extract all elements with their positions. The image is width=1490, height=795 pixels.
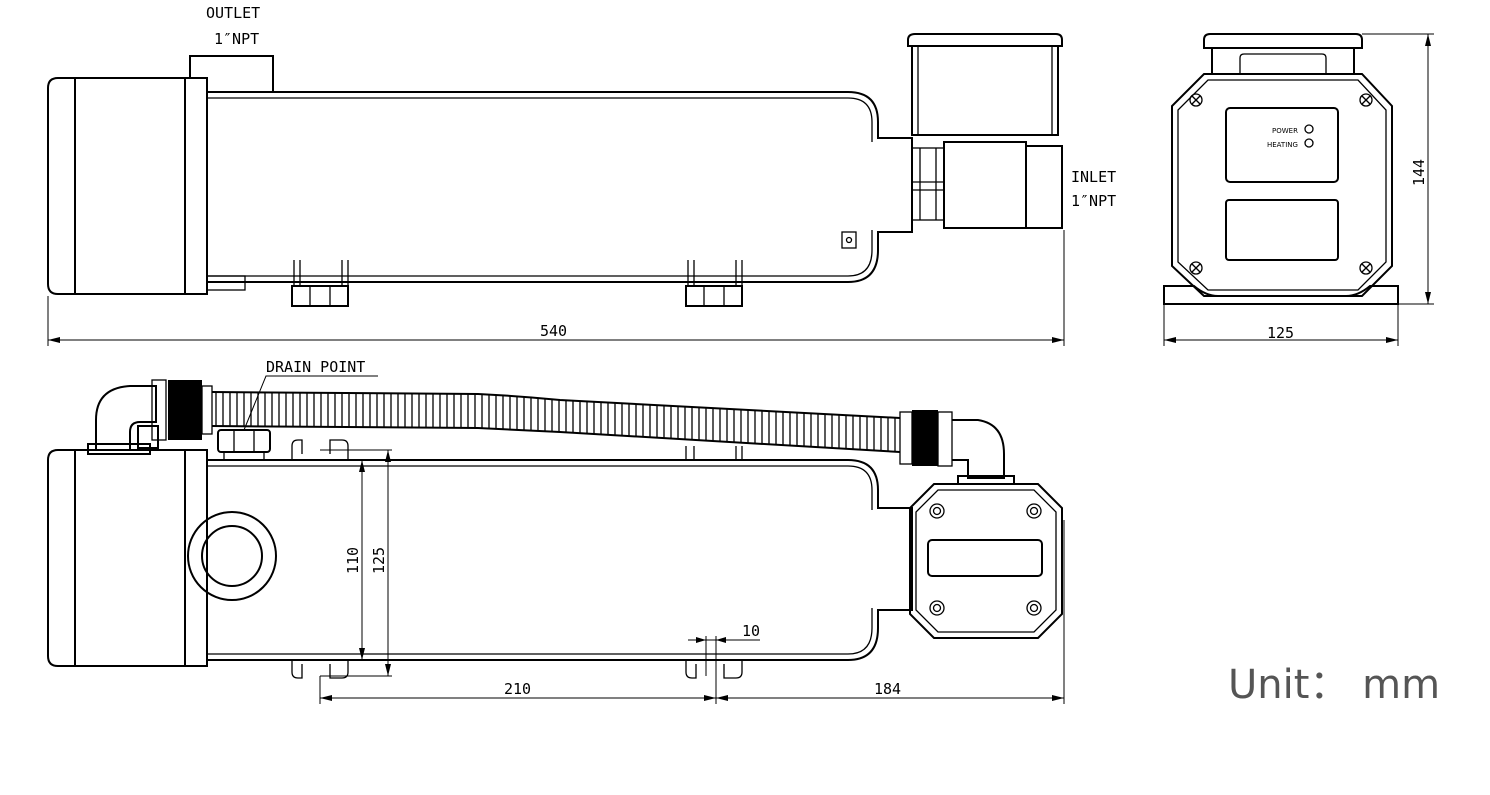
bracket-width-dimension	[688, 636, 760, 704]
control-box-plan	[909, 483, 1063, 639]
power-indicator-icon	[1304, 124, 1314, 134]
screw-icon	[1189, 261, 1203, 275]
port-circle	[187, 511, 277, 601]
drain-point-label: DRAIN POINT	[266, 358, 365, 376]
power-label: POWER	[1272, 127, 1298, 135]
side-width-dimension	[1163, 304, 1399, 346]
side-width-value: 125	[1267, 324, 1294, 342]
drain-point-nut	[217, 429, 271, 461]
front-view: OUTLET 1″NPT INLET 1″NPT 540	[47, 4, 1116, 346]
bracket-to-end-value: 184	[874, 680, 901, 698]
bracket-spacing-value: 210	[504, 680, 531, 698]
left-elbow	[87, 379, 213, 455]
inlet-size-label: 1″NPT	[1071, 192, 1116, 210]
inlet-connector	[911, 141, 1063, 229]
body-height-dimensions	[320, 449, 392, 677]
screw-icon	[1359, 93, 1373, 107]
plan-view: DRAIN POINT	[47, 358, 1065, 704]
heating-indicator-icon	[1304, 138, 1314, 148]
bracket-right	[685, 260, 743, 307]
side-view: POWER HEATING 144 125	[1163, 33, 1434, 346]
overall-length-value: 540	[540, 322, 567, 340]
bolt-icon	[929, 600, 945, 616]
unit-label: Unit： mm	[1228, 662, 1440, 708]
overall-length-dimension	[47, 230, 1065, 346]
right-elbow	[899, 410, 1015, 485]
bolt-icon	[1026, 503, 1042, 519]
screw-icon	[1359, 261, 1373, 275]
heating-label: HEATING	[1267, 141, 1298, 149]
body-outer-height-value: 125	[370, 547, 388, 574]
flexible-hose	[211, 391, 901, 453]
outlet-size-label: 1″NPT	[214, 30, 259, 48]
control-box-side	[907, 33, 1063, 136]
bolt-icon	[1026, 600, 1042, 616]
bolt-icon	[929, 503, 945, 519]
side-height-dimension	[1362, 33, 1434, 305]
screw-icon	[1189, 93, 1203, 107]
outlet-label: OUTLET	[206, 4, 260, 22]
bracket-left	[291, 260, 349, 307]
body-inner-height-value: 110	[344, 547, 362, 574]
bracket-spacing-dimension	[319, 520, 1065, 704]
inlet-label: INLET	[1071, 168, 1116, 186]
bracket-width-value: 10	[742, 622, 760, 640]
side-height-value: 144	[1410, 159, 1428, 186]
